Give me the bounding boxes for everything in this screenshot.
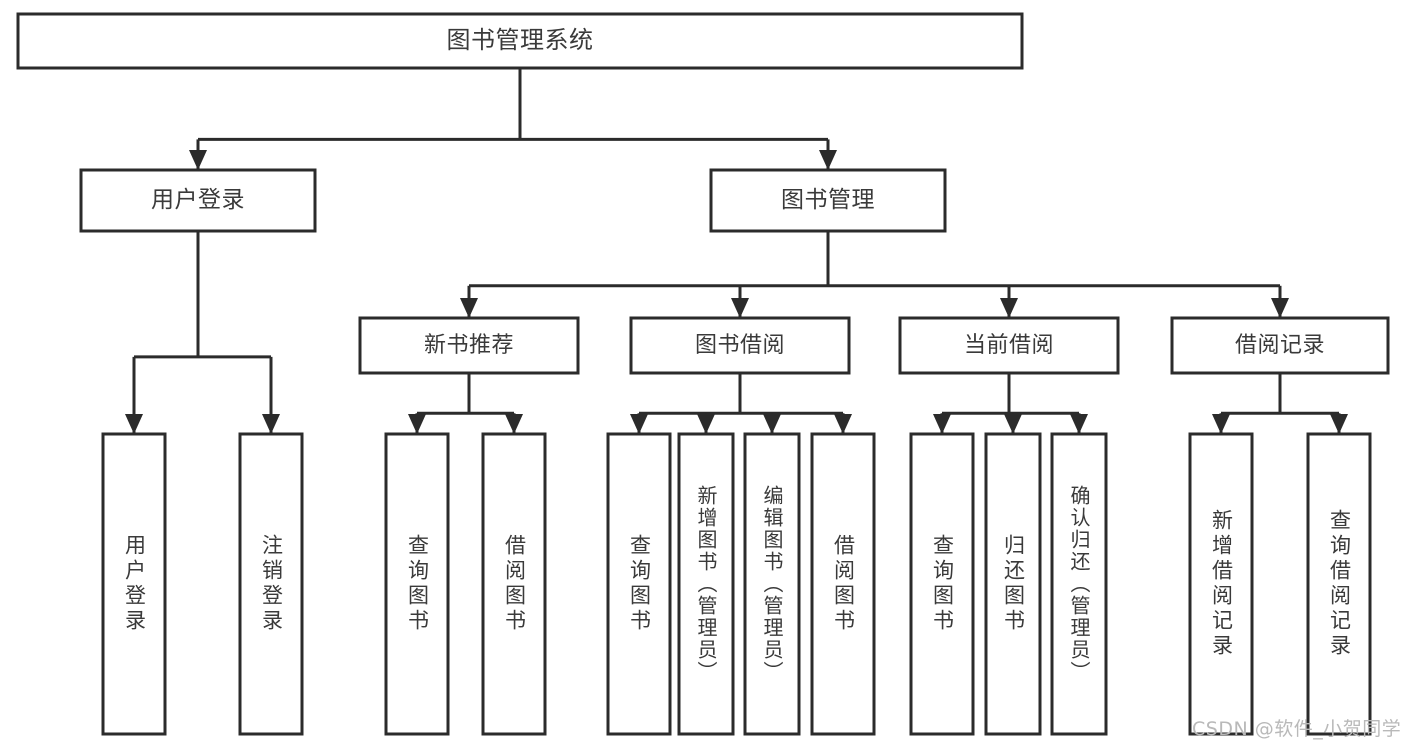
edge-arrowhead	[1271, 298, 1289, 318]
node-box-leaf-br-query[interactable]	[606, 432, 672, 736]
node-box-leaf-cur-return[interactable]	[984, 432, 1042, 736]
edge-arrowhead	[1330, 414, 1348, 434]
edge-arrowhead	[189, 150, 207, 170]
connectors-layer	[125, 68, 1348, 434]
edge-arrowhead	[630, 414, 648, 434]
edge-arrowhead	[1212, 414, 1230, 434]
node-box-login[interactable]	[79, 168, 317, 233]
node-box-leaf-br-add[interactable]	[677, 432, 735, 736]
edge-arrowhead	[763, 414, 781, 434]
edge-arrowhead	[697, 414, 715, 434]
watermark-text: CSDN @软件_小贺同学	[1192, 718, 1402, 740]
edge-arrowhead	[819, 150, 837, 170]
node-box-leaf-rec-query[interactable]	[1306, 432, 1372, 736]
node-box-borrow[interactable]	[629, 316, 851, 375]
node-box-leaf-cur-confirm[interactable]	[1050, 432, 1108, 736]
node-box-leaf-rec-add[interactable]	[1188, 432, 1254, 736]
node-box-current[interactable]	[898, 316, 1120, 375]
edge-arrowhead	[1004, 414, 1022, 434]
node-box-leaf-br-lend[interactable]	[810, 432, 876, 736]
node-box-leaf-br-edit[interactable]	[743, 432, 801, 736]
edge-arrowhead	[125, 414, 143, 434]
node-box-leaf-nb-query[interactable]	[384, 432, 450, 736]
edge-arrowhead	[1070, 414, 1088, 434]
node-box-leaf-user-logout[interactable]	[238, 432, 304, 736]
edge-arrowhead	[834, 414, 852, 434]
edge-arrowhead	[731, 298, 749, 318]
node-boxes-layer	[16, 12, 1390, 736]
node-box-newbook[interactable]	[358, 316, 580, 375]
edge-arrowhead	[505, 414, 523, 434]
node-box-root[interactable]	[16, 12, 1024, 70]
edge-arrowhead	[262, 414, 280, 434]
node-box-leaf-cur-query[interactable]	[909, 432, 975, 736]
edge-arrowhead	[933, 414, 951, 434]
edge-arrowhead	[460, 298, 478, 318]
edge-arrowhead	[1000, 298, 1018, 318]
node-box-records[interactable]	[1170, 316, 1390, 375]
node-box-leaf-nb-borrow[interactable]	[481, 432, 547, 736]
edge-arrowhead	[408, 414, 426, 434]
node-box-leaf-user-login[interactable]	[101, 432, 167, 736]
node-box-bookmgmt[interactable]	[709, 168, 947, 233]
